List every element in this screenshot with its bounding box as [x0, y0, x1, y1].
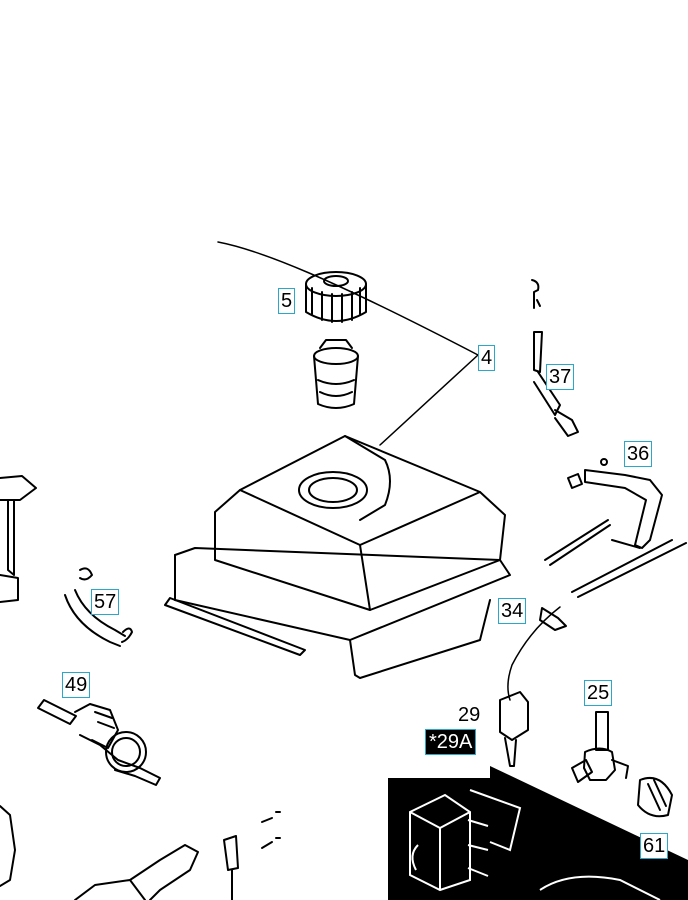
fuel-cap-part	[305, 271, 367, 323]
callout-29[interactable]: 29	[458, 704, 481, 726]
crankshaft-part	[37, 699, 161, 786]
control-rod-part	[531, 279, 579, 437]
callout-25[interactable]: 25	[584, 680, 613, 706]
callout-29a[interactable]: *29A	[425, 729, 477, 755]
callout-5[interactable]: 5	[278, 288, 296, 314]
shaded-assembly-region	[388, 766, 688, 900]
lower-left-parts	[0, 805, 199, 900]
bolts-part	[223, 811, 281, 900]
choke-knob-part	[637, 776, 673, 818]
fuel-tank-part	[164, 435, 511, 679]
callout-4[interactable]: 4	[478, 345, 496, 371]
callout-37[interactable]: 37	[546, 364, 575, 390]
fuel-valve-part	[571, 711, 629, 783]
starter-shaft-part	[0, 475, 37, 603]
leader-lines	[217, 241, 561, 701]
callout-49[interactable]: 49	[62, 672, 91, 698]
callout-36[interactable]: 36	[624, 441, 653, 467]
callout-61[interactable]: 61	[640, 833, 669, 859]
callout-34[interactable]: 34	[498, 598, 527, 624]
throttle-lever-part	[544, 458, 687, 598]
ignition-coil-part	[499, 607, 567, 767]
fuel-strainer-part	[313, 339, 359, 409]
callout-57[interactable]: 57	[91, 589, 120, 615]
